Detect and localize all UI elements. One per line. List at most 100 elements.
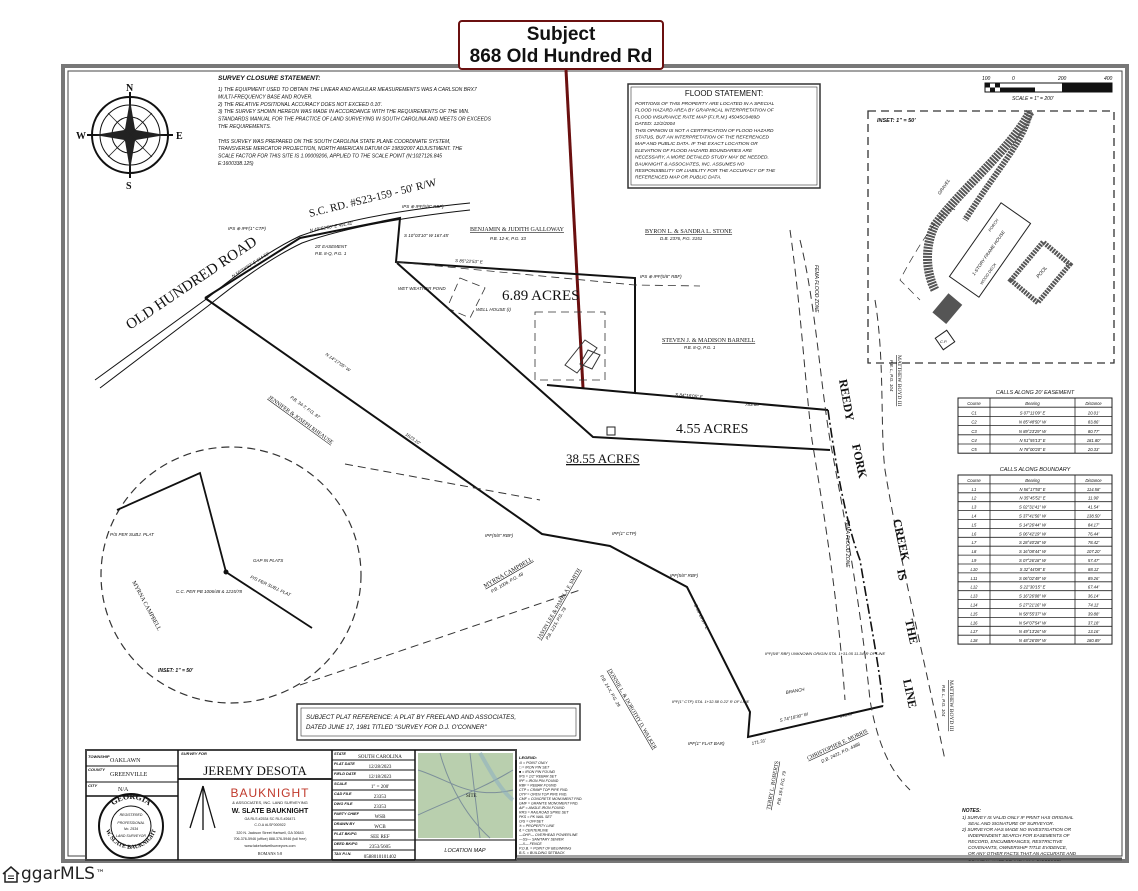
table-cell: 11.90': [1088, 496, 1099, 501]
table-header: Distance: [1085, 401, 1102, 406]
legend-title: LEGEND:: [519, 755, 538, 760]
ps-plat-label: P/S PER SUBJ. PLAT: [110, 532, 155, 537]
table-cell: S 37°41'56" W: [1019, 514, 1047, 519]
scale-tick: 0: [1012, 76, 1015, 82]
table-cell: S 06°02'49" W: [1019, 576, 1047, 581]
table-cell: L17: [971, 629, 979, 634]
legend-item: RRS = RAILROAD SPIKE SET: [519, 811, 569, 815]
table-cell: L6: [972, 531, 977, 536]
legend-item: ■ = IRON PIN FOUND: [519, 770, 555, 774]
table-cell: L2: [972, 496, 977, 501]
survey-annotations: 20' EASEMENT P.B. 8-Q, P.G. 1 WET WEATHE…: [228, 204, 885, 746]
field-label: SCALE: [334, 782, 347, 786]
creek-label: CREEK: [890, 518, 913, 563]
table-cell: L1: [972, 487, 977, 492]
closure-title: SURVEY CLOSURE STATEMENT:: [218, 75, 320, 82]
legend-item: AIF = ANGLE IRON FOUND: [518, 806, 565, 810]
legend-item: IPS = 1/2" REBAR SET: [519, 775, 557, 779]
field-label: PLAT DATE: [334, 762, 355, 766]
bearing-label: S 55°18'17" E: [693, 603, 710, 631]
bearing-label: S 10°03'10" W 167.45': [404, 233, 449, 238]
closure-line: 1) THE EQUIPMENT USED TO OBTAIN THE LINE…: [218, 87, 477, 93]
closure-line: E:1600338.125): [218, 161, 254, 167]
table-title: CALLS ALONG 20' EASEMENT: [996, 390, 1075, 396]
fema-flood-zone-label: FEMA FLOOD ZONE: [813, 265, 819, 313]
client-name: JEREMY DESOTA: [203, 763, 307, 778]
field-value: 12/28/2023: [369, 765, 392, 770]
gap-label: GAP IN PLATS: [253, 558, 283, 563]
legend-item: RBF = REBAR FOUND: [519, 784, 557, 788]
callout-title: Subject: [526, 24, 596, 45]
well-house-label: WELL HOUSE (I): [476, 307, 511, 312]
survey-for-label: SURVEY FOR: [181, 751, 207, 756]
acres-label-4-55: 4.55 ACRES: [676, 422, 748, 437]
inset-circle-label: INSET: 1" = 50': [158, 668, 194, 674]
table-cell: S 28°40'28" W: [1019, 540, 1047, 545]
table-cell: S 27°21'16" W: [1019, 603, 1047, 608]
table-header: Bearing: [1025, 401, 1040, 406]
table-cell: L11: [971, 576, 978, 581]
plat-reference-line: DATED JUNE 17, 1981 TITLED "SURVEY FOR D…: [306, 724, 487, 731]
legend-item: OTP = OPEN TOP PIPE FND.: [519, 793, 567, 797]
table-cell: 89.26': [1088, 576, 1099, 581]
tripod-logo-icon: [189, 785, 216, 830]
monument-label: IPF(1" CTP): [612, 531, 637, 536]
table-cell: 20.33': [1087, 447, 1099, 452]
legend-item: PKS = PK NAIL SET: [519, 815, 553, 819]
owner-label: MATTHEW BOYD III: [948, 680, 954, 731]
table-cell: C2: [971, 420, 977, 425]
acres-label-38-55: 38.55 ACRES: [566, 451, 640, 466]
closure-line: SCALE FACTOR FOR THIS SITE IS 1.00009206…: [218, 154, 442, 160]
field-value: 23353: [374, 795, 387, 800]
location-map-site: SITE: [466, 794, 477, 799]
scale-tick: 400: [1104, 76, 1113, 82]
scale-bar: 100 0 200 400 SCALE = 1" = 200': [982, 76, 1113, 102]
company-website: www.lakehartwellsurveyors.com: [245, 844, 296, 848]
table-cell: 74.11': [1088, 603, 1099, 608]
monument-label: IPF(5/8" RBF): [670, 573, 699, 578]
table-cell: S 07°26'18" W: [1019, 558, 1047, 563]
location-map: SITE LOCATION MAP: [417, 751, 515, 854]
notes-title: NOTES:: [962, 808, 981, 814]
notes-line: RECORD, ENCUMBRANCES, RESTRICTIVE: [968, 839, 1063, 844]
owner-ref: P.B. 8-Q, P.G. 1: [684, 345, 716, 350]
bearing-label: S 84°16'05" E: [675, 392, 704, 399]
city-label: CITY: [88, 783, 97, 788]
notes-line: SEAL AND SIGNATURE OF SURVEYOR.: [968, 821, 1054, 826]
owner-label: BYRON L. & SANDRA L. STONE: [645, 229, 732, 235]
field-value: 0588010101402: [364, 855, 397, 860]
table-cell: N 49°13'26" W: [1019, 629, 1047, 634]
owner-ref: D.B. 2376, P.G. 3151: [660, 236, 703, 241]
owner-ref: P.B. L, P.G. 104: [941, 685, 946, 717]
watermark-tm: ™: [95, 869, 105, 879]
notes-line: 2) SURVEYOR HAS MADE NO INVESTIGATION OR: [961, 827, 1072, 832]
table-cell: 39.88': [1088, 611, 1099, 616]
field-label: DWG FILE: [334, 802, 353, 806]
table-cell: L8: [972, 549, 977, 554]
table-cell: 80.77': [1088, 429, 1099, 434]
table-cell: L10: [971, 567, 979, 572]
owner-label: MATTHEW BOYD III: [896, 355, 902, 406]
legend-item: B.S. = BUILDING SETBACK: [519, 851, 565, 855]
table-header: Course: [967, 478, 981, 483]
owner-label: BENJAMIN & JUDITH GALLOWAY: [470, 227, 565, 233]
legend-item: O/S = OFFSET: [519, 820, 544, 824]
bearing-label: N 14°17'05" W: [324, 352, 351, 373]
compass-s: S: [126, 181, 132, 192]
table-cell: S 32°44'08" E: [1020, 567, 1046, 572]
creek-label: LINE: [900, 678, 920, 710]
closure-line: MULTI-FREQUENCY BASE AND ROVER.: [218, 94, 313, 100]
table-cell: L12: [971, 585, 979, 590]
legend-item: ℗ = PROPERTY LINE: [519, 824, 555, 828]
table-cell: N 51°55'13" E: [1019, 438, 1045, 443]
notes-line: OR ANY OTHER FACTS THAT AN ACCURATE AND: [968, 851, 1077, 856]
compass-w: W: [76, 131, 86, 142]
field-label: CAD FILE: [334, 792, 352, 796]
table-cell: L4: [972, 514, 977, 519]
flood-line: THIS OPINION IS NOT A CERTIFICATION OF F…: [635, 128, 774, 134]
surveyor-license: GA RLS #2534 SC RLS #26471: [245, 817, 296, 821]
field-label: TAX P.I.N.: [334, 852, 351, 856]
table-cell: N 48°26'09" W: [1019, 638, 1047, 643]
